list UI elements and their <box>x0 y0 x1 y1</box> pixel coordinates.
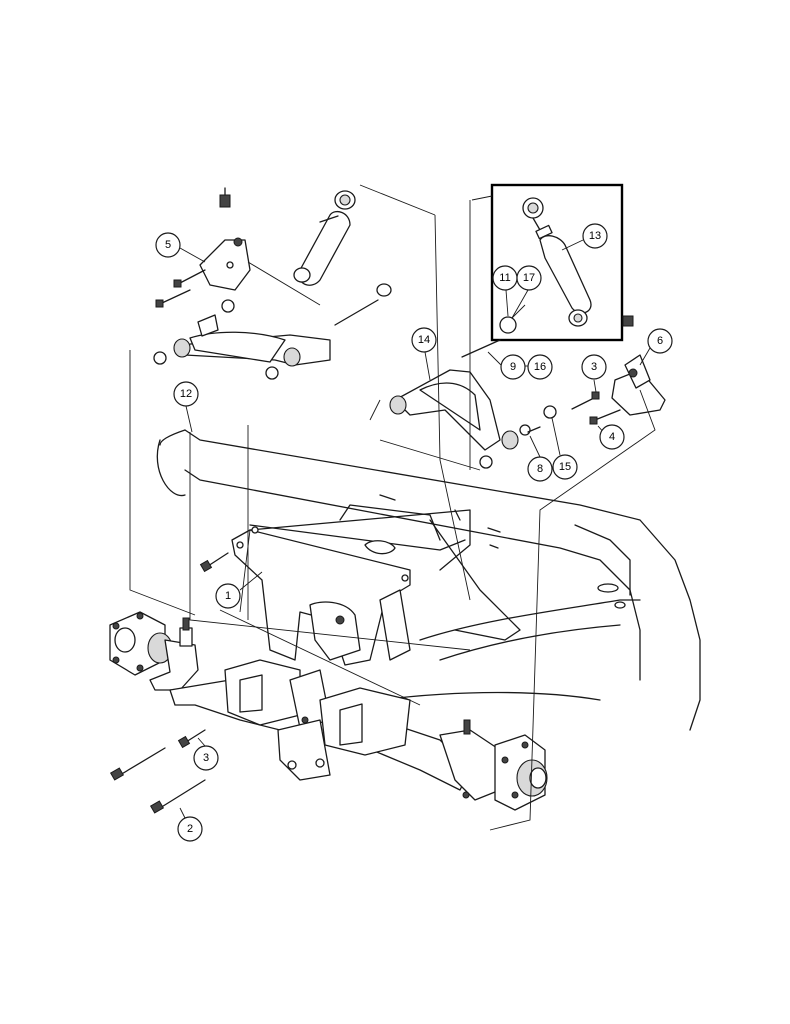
callout-16: 16 <box>525 354 553 380</box>
callout-13: 13 <box>561 223 608 251</box>
callout-8: 8 <box>527 435 553 482</box>
shock-highlight-box <box>490 183 624 342</box>
leader-lines <box>129 184 656 831</box>
callout-label: 2 <box>187 823 193 835</box>
callout-1: 1 <box>215 571 263 609</box>
callout-5: 5 <box>155 232 206 263</box>
callout-label: 16 <box>534 361 546 373</box>
callout-label: 6 <box>657 335 663 347</box>
right-shock-assembly <box>490 183 624 342</box>
mounting-bracket <box>231 504 521 666</box>
callout-11: 11 <box>492 265 518 317</box>
right-upper-arm <box>389 315 666 469</box>
callout-3-lower: 3 <box>193 737 219 771</box>
callout-label: 3 <box>591 361 597 373</box>
vehicle-frame <box>156 429 701 731</box>
callout-label: 11 <box>499 272 510 284</box>
callout-label: 4 <box>609 431 615 443</box>
callout-label: 12 <box>180 388 192 400</box>
callout-17: 17 <box>511 265 542 319</box>
callout-label: 13 <box>589 230 601 242</box>
callout-4: 4 <box>597 424 625 450</box>
front-axle-assembly <box>109 611 548 811</box>
callout-label: 17 <box>523 272 535 284</box>
left-shock-assembly <box>153 187 392 380</box>
callout-3-upper: 3 <box>581 354 607 393</box>
callout-label: 5 <box>165 239 171 251</box>
callout-12: 12 <box>173 381 199 433</box>
callout-2: 2 <box>177 807 203 842</box>
callout-label: 15 <box>559 461 571 473</box>
callout-label: 14 <box>418 334 430 346</box>
callout-9: 9 <box>487 351 526 380</box>
mounting-bolts <box>109 552 229 814</box>
callout-label: 1 <box>225 590 231 602</box>
callout-label: 3 <box>203 752 209 764</box>
callout-label: 8 <box>537 463 543 475</box>
callout-15: 15 <box>551 417 578 480</box>
callout-label: 9 <box>510 361 516 373</box>
callout-14: 14 <box>411 327 437 381</box>
callout-6: 6 <box>639 328 673 366</box>
